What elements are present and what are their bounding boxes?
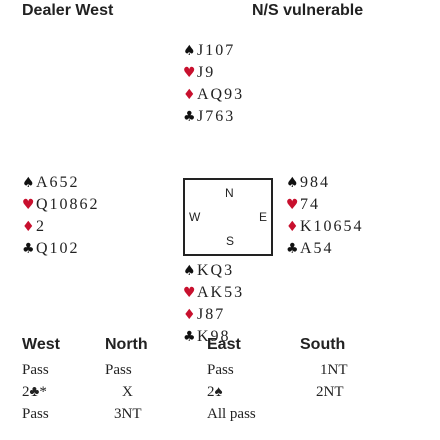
bid-r3-west: Pass: [22, 406, 49, 422]
spade-icon: ♠: [183, 263, 196, 279]
east-diamonds-cards: K10654: [300, 218, 364, 235]
spade-icon: ♠: [286, 175, 299, 191]
heart-icon: ♥: [183, 65, 196, 81]
north-spades-cards: J107: [197, 42, 236, 59]
diamond-icon: ♦: [183, 87, 196, 103]
south-clubs-cards: K98: [197, 328, 231, 345]
diamond-icon: ♦: [183, 307, 196, 323]
north-hearts: ♥J9: [183, 62, 244, 84]
compass-north: N: [225, 186, 234, 200]
bid-r2-east: 2♠: [207, 384, 223, 400]
south-hearts: ♥AK53: [183, 282, 244, 304]
south-spades-cards: KQ3: [197, 262, 235, 279]
west-clubs-cards: Q102: [36, 240, 80, 257]
bid-r2-north: X: [122, 384, 133, 400]
south-clubs: ♣K98: [183, 326, 244, 348]
bid-r2-west: 2♣*: [22, 384, 47, 401]
bid-r1-east: Pass: [207, 362, 234, 378]
bid-r3-east: All pass: [207, 406, 256, 422]
heart-icon: ♥: [22, 197, 35, 213]
north-hearts-cards: J9: [197, 64, 216, 81]
spade-icon: ♠: [183, 43, 196, 59]
west-hearts: ♥Q10862: [22, 194, 100, 216]
dealer-label: Dealer West: [22, 2, 114, 19]
south-diamonds-cards: J87: [197, 306, 226, 323]
south-diamonds: ♦J87: [183, 304, 244, 326]
club-icon: ♣: [183, 329, 196, 345]
east-hearts: ♥74: [286, 194, 364, 216]
heart-icon: ♥: [183, 285, 196, 301]
club-icon: ♣: [183, 109, 196, 125]
north-diamonds-cards: AQ93: [197, 86, 245, 103]
bid-header-east: East: [207, 336, 241, 353]
club-icon: ♣: [22, 241, 35, 257]
east-diamonds: ♦K10654: [286, 216, 364, 238]
diamond-icon: ♦: [22, 219, 35, 235]
vulnerability-label: N/S vulnerable: [252, 2, 364, 19]
spade-icon: ♠: [22, 175, 35, 191]
north-diamonds: ♦AQ93: [183, 84, 244, 106]
north-clubs-cards: J763: [197, 108, 236, 125]
east-hearts-cards: 74: [300, 196, 320, 213]
bid-r1-south: 1NT: [320, 362, 348, 378]
south-hearts-cards: AK53: [197, 284, 245, 301]
bid-r1-north: Pass: [105, 362, 132, 378]
east-clubs-cards: A54: [300, 240, 334, 257]
west-spades: ♠A652: [22, 172, 100, 194]
bid-r1-west: Pass: [22, 362, 49, 378]
bid-r2-west-text: 2♣*: [22, 384, 47, 400]
west-diamonds: ♦2: [22, 216, 100, 238]
south-spades: ♠KQ3: [183, 260, 244, 282]
east-clubs: ♣A54: [286, 238, 364, 260]
west-spades-cards: A652: [36, 174, 80, 191]
east-hand: ♠984 ♥74 ♦K10654 ♣A54: [286, 172, 364, 260]
west-hearts-cards: Q10862: [36, 196, 100, 213]
east-spades: ♠984: [286, 172, 364, 194]
heart-icon: ♥: [286, 197, 299, 213]
compass-west: W: [189, 210, 201, 224]
west-hand: ♠A652 ♥Q10862 ♦2 ♣Q102: [22, 172, 100, 260]
club-icon: ♣: [286, 241, 299, 257]
west-clubs: ♣Q102: [22, 238, 100, 260]
compass-box: N W E S: [183, 178, 273, 256]
west-diamonds-cards: 2: [36, 218, 46, 235]
bid-header-north: North: [105, 336, 148, 353]
north-hand: ♠J107 ♥J9 ♦AQ93 ♣J763: [183, 40, 244, 128]
east-spades-cards: 984: [300, 174, 330, 191]
north-clubs: ♣J763: [183, 106, 244, 128]
south-hand-visible: ♠KQ3 ♥AK53 ♦J87 ♣K98: [183, 260, 244, 348]
north-spades: ♠J107: [183, 40, 244, 62]
bid-r2-south: 2NT: [316, 384, 344, 400]
bid-header-south: South: [300, 336, 346, 353]
bid-header-west: West: [22, 336, 60, 353]
compass-east: E: [259, 210, 268, 224]
diamond-icon: ♦: [286, 219, 299, 235]
compass-south: S: [226, 234, 235, 248]
bid-r3-north: 3NT: [114, 406, 142, 422]
